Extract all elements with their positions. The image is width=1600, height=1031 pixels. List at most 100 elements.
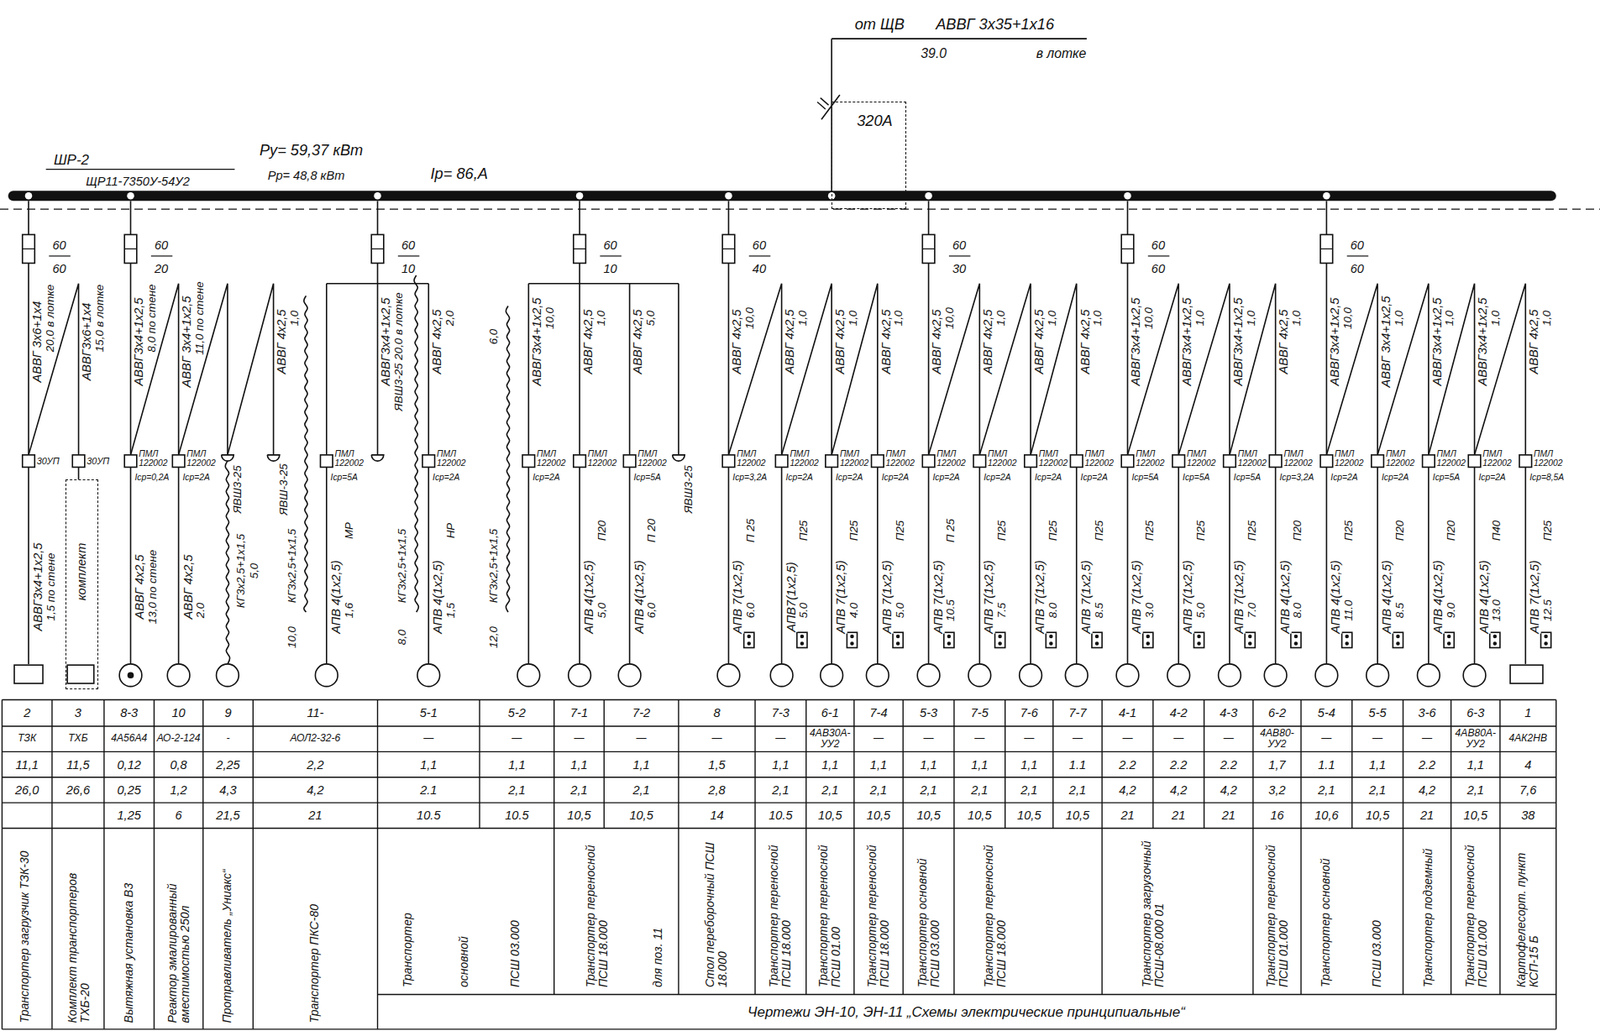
consumer-name: для поз. 11	[651, 834, 665, 988]
wire	[130, 466, 132, 664]
table-cell: —	[1353, 734, 1401, 745]
table-cell: 5-2	[508, 707, 526, 720]
flexible-cable	[505, 305, 509, 612]
table-cell: 10,5	[818, 809, 842, 823]
socket-type: ЯВШ3-25	[231, 466, 243, 515]
wire	[728, 283, 782, 456]
table-cell: 4,2	[1220, 784, 1238, 798]
starter-type: ПМЛ 122002	[1283, 448, 1314, 468]
flexible-cable	[304, 295, 308, 613]
setting-current: Iср=2А	[1478, 472, 1506, 482]
node-text: 320А	[856, 113, 892, 129]
starter-box	[1422, 455, 1436, 468]
cable-mark: АПВ 7(1х2,5)	[982, 560, 996, 634]
table-cell: 8-3	[120, 707, 138, 720]
table-cell: 2,1	[1069, 784, 1086, 798]
table-cell: —	[1007, 734, 1051, 745]
table-cell: 2.2	[1418, 758, 1436, 772]
terminal-dot	[1096, 642, 1099, 646]
terminal-box	[1342, 632, 1353, 648]
table-cell: 1,2	[169, 784, 187, 798]
consumer-name: Транспортер основной ПСШ 03.000	[915, 834, 942, 988]
fuse-rating: 60	[1350, 262, 1364, 275]
starter-type: ПМЛ 122002	[936, 448, 967, 468]
table-cell: 4,2	[306, 784, 324, 798]
header-text: от ЩВ	[855, 16, 905, 32]
table-cell: 21	[1171, 809, 1186, 823]
fuse-rating: 60	[952, 238, 966, 252]
wire	[227, 283, 274, 456]
conduit-mark: П25	[1093, 519, 1105, 541]
cable-length: 1,0	[847, 310, 859, 327]
cable-mark: АВВГ 3х4+1х2,5	[180, 296, 194, 389]
table-cell: 21	[1420, 809, 1434, 823]
cable-mark: АВВГ3х4+1х2,5	[379, 298, 393, 387]
wire	[1127, 466, 1129, 664]
cable-mark: АВВГ 4х2,5	[631, 309, 645, 375]
fuse-symbol	[371, 248, 384, 250]
table-rule	[1152, 699, 1154, 829]
socket-type: ЯВШ3-25	[682, 466, 694, 515]
setting-current: Iср=3,2А	[732, 472, 767, 482]
cable-mark: АПВ 4(1х2,5)	[1278, 560, 1291, 634]
terminal-dot	[1096, 635, 1099, 639]
table-rule	[252, 828, 254, 1030]
starter-type: ПМЛ 122002	[1038, 448, 1070, 468]
fuse-symbol	[1320, 248, 1333, 250]
breaker-symbol	[817, 101, 826, 110]
cable-length: 5.0	[798, 602, 810, 619]
table-cell: 4АВ80-УУ2	[1254, 728, 1299, 751]
starter-box	[522, 455, 536, 468]
terminal-dot	[998, 642, 1002, 646]
cable-mark: АПВ 4(1х2,5)	[329, 560, 342, 634]
table-cell: -	[204, 734, 252, 745]
conduit-mark: П20	[596, 519, 608, 541]
consumer-name: Транспортер переносной ПСШ 01.000	[1463, 834, 1490, 988]
table-cell: АО-2-124	[156, 734, 202, 745]
cable-mark: АВВГ3х4+1х2,5	[1476, 298, 1490, 387]
table-cell: 7-4	[869, 707, 887, 720]
cable-length: 1,0	[797, 310, 808, 327]
fuse-symbol	[1121, 248, 1134, 250]
feeder-line	[831, 37, 1087, 40]
starter-type: ПМЛ 122002	[138, 448, 169, 468]
table-rule	[1300, 699, 1301, 829]
table-rule	[377, 828, 378, 1030]
header-text: в лотке	[1036, 47, 1087, 61]
consumer-name: Транспортер переносной ПСШ 18.000	[981, 834, 1008, 988]
table-cell: 7-7	[1068, 707, 1086, 720]
consumer-name: основной	[457, 834, 471, 988]
cable-mark: КГ3х2,5+1х1,5	[487, 529, 499, 604]
cable-mark: АВВГ 4х2,5	[930, 309, 944, 375]
table-rule	[1300, 828, 1301, 996]
cable-length: 3.0	[1143, 602, 1155, 619]
conduit-mark: П25	[1542, 519, 1553, 541]
table-cell: —	[1405, 734, 1449, 745]
terminal-dot	[1544, 635, 1548, 639]
setting-current: Iср=2А	[1080, 472, 1108, 482]
table-cell: 1,1	[570, 758, 588, 772]
conduit-mark: П25	[1143, 519, 1155, 541]
cable-length: ЯВШ3-25 20,0 в лотке	[393, 292, 404, 411]
table-cell: 4,2	[1118, 784, 1136, 798]
cable-length: 1,0	[1290, 310, 1302, 327]
wire	[1326, 466, 1328, 664]
table-cell: 2,25	[215, 758, 240, 772]
terminal-box	[1143, 632, 1154, 648]
table-cell: 1,1	[870, 758, 887, 772]
table-cell: —	[379, 734, 478, 745]
table-cell: 3	[74, 707, 82, 720]
table-cell: 2,1	[821, 784, 839, 798]
motor-symbol	[968, 664, 992, 688]
conduit-mark: П20	[1394, 519, 1406, 541]
cable-mark: АВВГ 3х4+1х2,5	[1379, 296, 1393, 389]
fuse-symbol	[722, 234, 735, 263]
fraction-line	[151, 255, 174, 257]
wire	[979, 466, 981, 664]
footer-note: Чертежи ЭН-10, ЭН-11 „Схемы электрически…	[747, 1005, 1186, 1020]
cable-mark: АПВ 4(1х2,5)	[1432, 560, 1445, 634]
table-cell: 21	[1120, 809, 1134, 823]
wire	[27, 466, 30, 664]
conduit-mark: П25	[1047, 519, 1059, 541]
table-cell: 3,2	[1268, 784, 1286, 798]
